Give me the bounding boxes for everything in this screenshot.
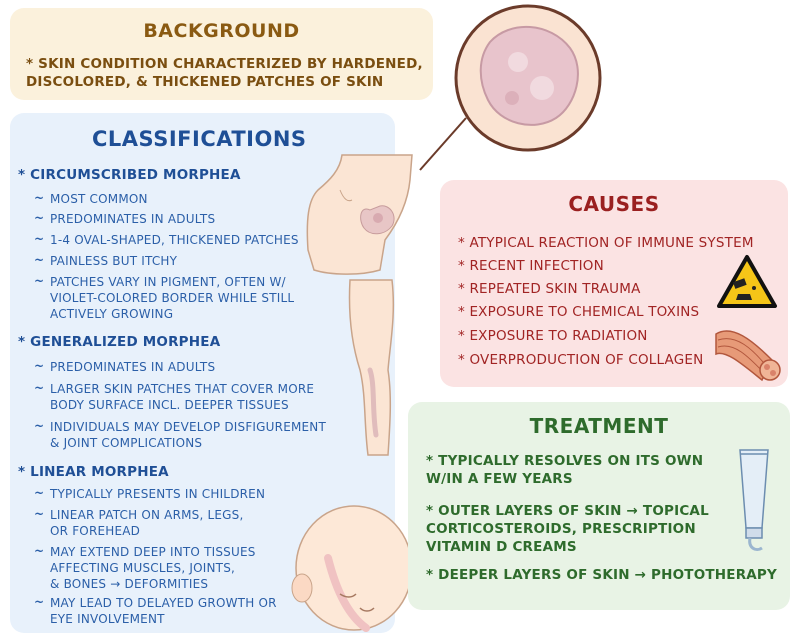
infant-head-icon — [291, 505, 413, 632]
classifications-title: CLASSIFICATIONS — [92, 127, 307, 151]
cause-item: * EXPOSURE to RADIATION — [458, 328, 648, 344]
list-item: LINEAR PATCH on ARMS, LEGS, or FOREHEAD — [50, 508, 244, 538]
cause-item: * ATYPICAL REACTION of IMMUNE SYSTEM — [458, 235, 754, 251]
background-title: BACKGROUND — [143, 20, 300, 42]
causes-title: CAUSES — [568, 192, 660, 216]
list-marker: ~ — [34, 359, 45, 373]
list-marker: ~ — [34, 486, 45, 500]
background-panel: BACKGROUND * SKIN CONDITION CHARACTERIZE… — [10, 8, 433, 100]
leg-icon — [348, 279, 395, 456]
list-item: PREDOMINATES in ADULTS — [50, 360, 216, 374]
list-marker: ~ — [34, 232, 45, 246]
list-marker: ~ — [34, 595, 45, 609]
list-marker: ~ — [34, 507, 45, 521]
treatment-item: * DEEPER LAYERS of SKIN → PHOTOTHERAPY — [426, 567, 778, 583]
treatment-panel: TREATMENT * TYPICALLY RESOLVES on ITS OW… — [408, 402, 790, 610]
list-item: PATCHES VARY in PIGMENT, OFTEN w/ VIOLET… — [50, 275, 295, 321]
chemical-hazard-icon — [717, 255, 777, 308]
treatment-item: * TYPICALLY RESOLVES on ITS OWN w/in a F… — [426, 453, 704, 487]
list-item: INDIVIDUALS MAY DEVELOP DISFIGUREMENT & … — [50, 420, 327, 450]
cause-item: * REPEATED SKIN TRAUMA — [458, 281, 641, 297]
list-item: PREDOMINATES in ADULTS — [50, 212, 216, 226]
list-marker: ~ — [34, 381, 45, 395]
list-item: MAY LEAD to DELAYED GROWTH or EYE INVOLV… — [50, 596, 277, 626]
list-marker: ~ — [34, 211, 45, 225]
generalized-heading: * GENERALIZED MORPHEA — [18, 334, 221, 350]
list-item: LARGER SKIN PATCHES THAT COVER MORE BODY… — [50, 382, 315, 412]
circumscribed-heading: * CIRCUMSCRIBED MORPHEA — [18, 167, 241, 183]
list-item: 1-4 OVAL-SHAPED, THICKENED PATCHES — [50, 233, 299, 247]
list-marker: ~ — [34, 191, 45, 205]
linear-heading: * LINEAR MORPHEA — [18, 464, 169, 480]
cause-item: * RECENT INFECTION — [458, 258, 604, 274]
ointment-tube-icon — [739, 449, 769, 552]
list-item: TYPICALLY PRESENTS in CHILDREN — [50, 487, 266, 501]
list-item: PAINLESS but ITCHY — [50, 254, 178, 268]
list-item: MAY EXTEND DEEP into TISSUES AFFECTING M… — [50, 545, 256, 591]
list-item: MOST COMMON — [50, 192, 148, 206]
list-marker: ~ — [34, 253, 45, 267]
list-marker: ~ — [34, 274, 45, 288]
collagen-fiber-icon — [715, 330, 781, 382]
cause-item: * OVERPRODUCTION of COLLAGEN — [458, 352, 704, 368]
skin-lesion-icon — [419, 4, 602, 171]
causes-panel: CAUSES * ATYPICAL REACTION of IMMUNE SYS… — [440, 180, 788, 387]
treatment-item: * OUTER LAYERS of SKIN → TOPICAL CORTICO… — [426, 503, 709, 555]
torso-icon — [306, 154, 413, 275]
list-marker: ~ — [34, 419, 45, 433]
treatment-title: TREATMENT — [529, 414, 669, 438]
background-text: * SKIN CONDITION CHARACTERIZED by HARDEN… — [26, 56, 423, 90]
cause-item: * EXPOSURE to CHEMICAL TOXINS — [458, 304, 700, 320]
list-marker: ~ — [34, 544, 45, 558]
